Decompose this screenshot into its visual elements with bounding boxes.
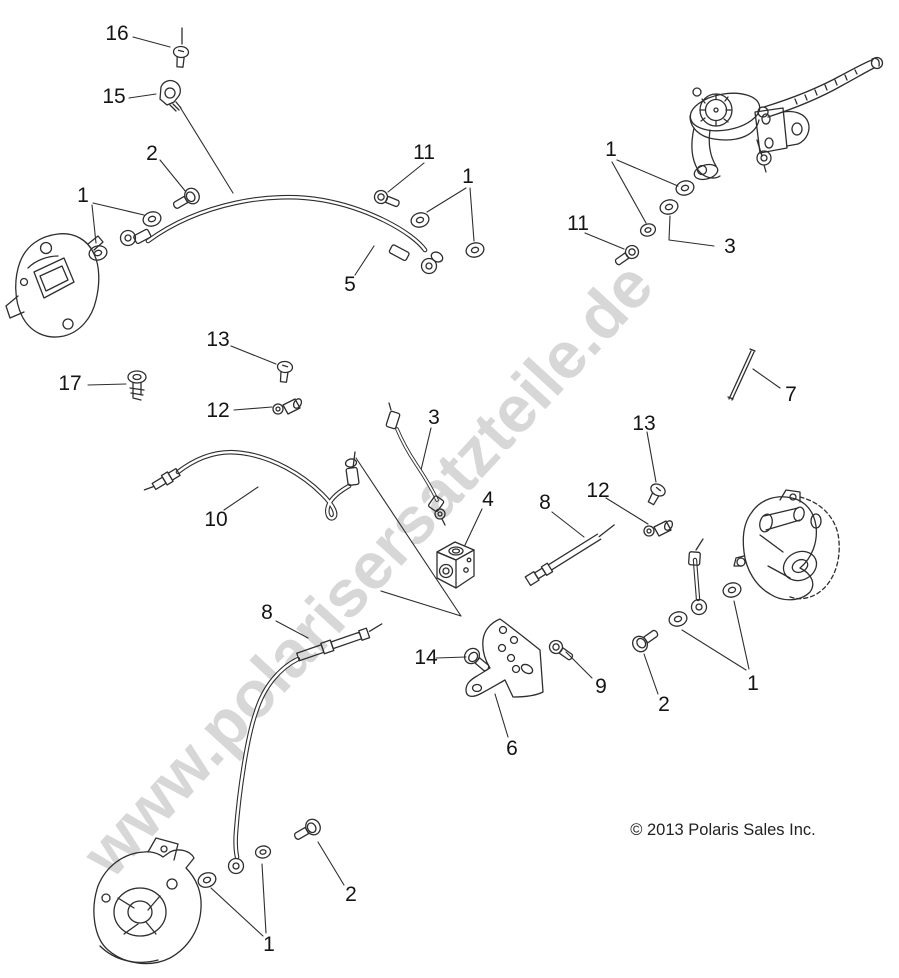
brake-line-5 xyxy=(119,197,445,275)
junction-block-4 xyxy=(437,542,474,588)
clip-17 xyxy=(128,371,146,400)
callout-17: 17 xyxy=(58,372,82,395)
callout-1: 1 xyxy=(263,933,275,956)
callout-12: 12 xyxy=(206,399,230,422)
callout-13: 13 xyxy=(632,412,656,435)
callout-5: 5 xyxy=(344,273,356,296)
clamp-15 xyxy=(160,81,181,111)
callout-15: 15 xyxy=(102,85,126,108)
caliper-right xyxy=(734,490,839,600)
brake-line-right-end xyxy=(689,539,708,616)
callout-8: 8 xyxy=(261,601,273,624)
callout-12: 12 xyxy=(586,479,610,502)
callout-2: 2 xyxy=(146,142,158,165)
callout-11: 11 xyxy=(413,141,435,164)
copyright-text: © 2013 Polaris Sales Inc. xyxy=(630,821,816,839)
callout-14: 14 xyxy=(414,646,438,669)
callout-6: 6 xyxy=(506,737,518,760)
callout-9: 9 xyxy=(595,675,607,698)
callout-7: 7 xyxy=(785,383,797,406)
callout-4: 4 xyxy=(482,488,494,511)
callout-1: 1 xyxy=(605,138,617,161)
callout-3: 3 xyxy=(724,235,736,258)
callout-11: 11 xyxy=(567,212,589,235)
callout-8: 8 xyxy=(539,491,551,514)
callout-1: 1 xyxy=(747,672,759,695)
callout-2: 2 xyxy=(658,693,670,716)
screw-16 xyxy=(171,28,190,69)
leader-lines xyxy=(88,37,780,936)
callout-13: 13 xyxy=(206,328,230,351)
callout-1: 1 xyxy=(462,165,474,188)
callout-16: 16 xyxy=(105,22,129,45)
master-cylinder xyxy=(687,58,882,182)
callout-2: 2 xyxy=(345,883,357,906)
caliper-front-left xyxy=(6,234,103,337)
brake-line-8-lower xyxy=(227,622,385,875)
caliper-bottom-left xyxy=(94,838,201,964)
brake-pipe-3 xyxy=(386,403,445,525)
brake-line-8-middle xyxy=(525,522,618,585)
callout-1: 1 xyxy=(77,184,89,207)
bracket-6 xyxy=(466,619,543,697)
brake-line-10 xyxy=(143,452,360,518)
callout-3: 3 xyxy=(428,406,440,429)
rod-7 xyxy=(728,349,755,400)
callout-10: 10 xyxy=(204,508,228,531)
